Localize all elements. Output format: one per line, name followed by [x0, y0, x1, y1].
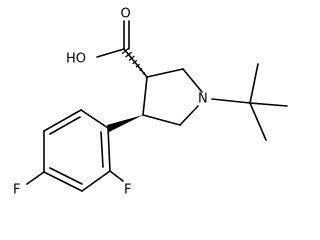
aryl-bond-4: [43, 171, 83, 192]
aryl-double-bond-inner-2: [49, 167, 83, 185]
hash-line: [142, 72, 146, 75]
n-to-quaternary-carbon-bond: [211, 98, 251, 104]
hash-line: [135, 63, 140, 68]
ring-bond-c3-c2: [146, 68, 184, 78]
ring-bond-n-c5: [179, 105, 199, 126]
aryl-double-bond-inner-3: [100, 131, 104, 168]
aryl-double-bond-inner-1: [49, 116, 81, 135]
hashed-wedge-bond: [121, 47, 146, 75]
hash-line: [132, 59, 138, 65]
hash-line: [128, 55, 135, 61]
tert-butyl-group: [211, 63, 288, 141]
methyl-bond-down: [249, 102, 267, 141]
hash-line: [125, 51, 133, 58]
acid-to-ring-bond: [123, 48, 148, 78]
c-oh-bond: [96, 48, 125, 58]
methyl-bond-up: [249, 63, 259, 104]
aryl-bond-1: [80, 109, 109, 129]
carboxylic-acid-group: O HO: [66, 7, 148, 78]
hash-line: [121, 47, 130, 55]
para-fluorine-label: F: [13, 183, 20, 198]
carbonyl-oxygen-label: O: [121, 7, 131, 22]
ortho-c-f-bond: [109, 170, 124, 182]
ortho-fluorine-label: F: [124, 183, 131, 198]
ring-bond-c5-c4: [142, 114, 181, 126]
chemical-structure-diagram: O HO N F F: [13, 7, 288, 198]
hash-line: [139, 67, 143, 72]
ring-bond-c4-c3: [142, 76, 148, 116]
aryl-bond-5: [81, 170, 111, 192]
para-c-f-bond: [26, 171, 45, 185]
pyrrolidine-ring: N: [142, 68, 208, 126]
aryl-bond-6: [107, 127, 111, 172]
hydroxyl-label: HO: [66, 52, 86, 67]
aryl-bond-2: [43, 109, 82, 132]
bold-wedge-bond: [107, 115, 143, 132]
methyl-bond-right: [249, 102, 288, 107]
difluorophenyl-ring: F F: [13, 109, 131, 198]
nitrogen-label: N: [198, 92, 208, 107]
ring-bond-c2-n: [182, 68, 203, 93]
